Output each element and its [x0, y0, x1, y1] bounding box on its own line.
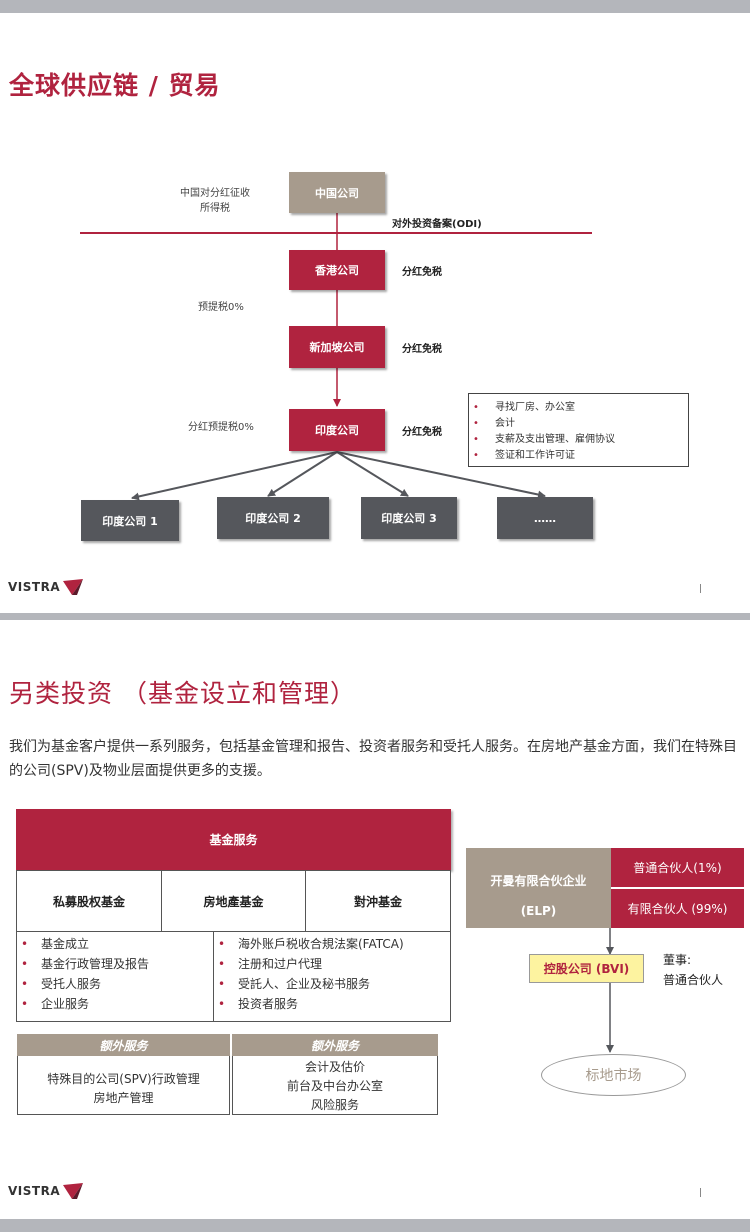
india-services-box: 寻找厂房、办公室 会计 支薪及支出管理、雇佣协议 签证和工作许可证 [468, 393, 689, 467]
withholding-label: 预提税0% [198, 302, 244, 313]
slide-divider [0, 613, 750, 620]
vistra-logo-2: VISTRA [8, 1183, 84, 1199]
fund-type-pe: 私募股权基金 [16, 870, 162, 932]
hk-exempt-label: 分红免税 [402, 267, 442, 278]
fund-services-header: 基金服务 [16, 809, 451, 870]
bottom-bar [0, 1219, 750, 1232]
hk-company-box: 香港公司 [289, 250, 385, 290]
india-company-box: 印度公司 [289, 409, 385, 451]
target-market-ellipse: 标地市场 [541, 1054, 686, 1096]
india-sub-more: …… [497, 497, 593, 539]
list-item: 基金行政管理及报告 [21, 954, 213, 974]
top-bar [0, 0, 750, 13]
slide1-title: 全球供应链 / 贸易 [9, 71, 221, 100]
cn-tax-label: 中国对分红征收 所得税 [180, 188, 250, 214]
list-item: 签证和工作许可证 [473, 448, 688, 464]
director-label: 董事: 普通合伙人 [663, 953, 724, 987]
extra-services-header-left: 额外服务 [17, 1034, 230, 1056]
india-sub-1: 印度公司 1 [81, 500, 179, 541]
fund-services-left-list: 基金成立 基金行政管理及报告 受托人服务 企业服务 [16, 931, 214, 1022]
list-item: 会计 [473, 416, 688, 432]
structure-lines [80, 212, 592, 501]
lp-box: 有限合伙人 (99%) [611, 889, 744, 928]
page-marker [700, 1188, 701, 1197]
india-sub-3: 印度公司 3 [361, 497, 457, 539]
india-sub-2: 印度公司 2 [217, 497, 329, 539]
fund-type-realestate: 房地產基金 [161, 870, 306, 932]
fund-type-hedge: 對沖基金 [305, 870, 451, 932]
gp-box: 普通合伙人(1%) [611, 848, 744, 888]
slide2-title: 另类投资 （基金设立和管理） [9, 679, 356, 708]
dividend-withholding-label: 分红预提税0% [188, 422, 254, 433]
sg-exempt-label: 分红免税 [402, 344, 442, 355]
list-item: 注册和过户代理 [218, 954, 450, 974]
extra-services-header-right: 额外服务 [232, 1034, 438, 1056]
holding-company-box: 控股公司 (BVI) [529, 954, 644, 983]
page-marker [700, 584, 701, 593]
fund-services-right-list: 海外账戶税收合規法案(FATCA) 注册和过户代理 受託人、企业及秘书服务 投资… [213, 931, 451, 1022]
elp-arrows [606, 928, 614, 1053]
list-item: 支薪及支出管理、雇佣协议 [473, 432, 688, 448]
vistra-logo: VISTRA [8, 579, 84, 595]
china-company-box: 中国公司 [289, 172, 385, 213]
elp-box: 开曼有限合伙企业 (ELP) [466, 848, 611, 928]
extra-services-left: 特殊目的公司(SPV)行政管理 房地产管理 [17, 1056, 230, 1115]
intro-paragraph: 我们为基金客户提供一系列服务，包括基金管理和报告、投资者服务和受托人服务。在房地… [9, 739, 737, 779]
list-item: 海外账戶税收合規法案(FATCA) [218, 934, 450, 954]
vistra-logo-icon [63, 579, 84, 595]
list-item: 受託人、企业及秘书服务 [218, 974, 450, 994]
list-item: 企业服务 [21, 994, 213, 1014]
list-item: 基金成立 [21, 934, 213, 954]
india-exempt-label: 分红免税 [402, 427, 442, 438]
sg-company-box: 新加坡公司 [289, 326, 385, 368]
list-item: 投资者服务 [218, 994, 450, 1014]
list-item: 受托人服务 [21, 974, 213, 994]
list-item: 寻找厂房、办公室 [473, 400, 688, 416]
odi-label: 对外投资备案(ODI) [392, 219, 482, 230]
extra-services-right: 会计及估价 前台及中台办公室 风险服务 [232, 1056, 438, 1115]
vistra-logo-icon [63, 1183, 84, 1199]
